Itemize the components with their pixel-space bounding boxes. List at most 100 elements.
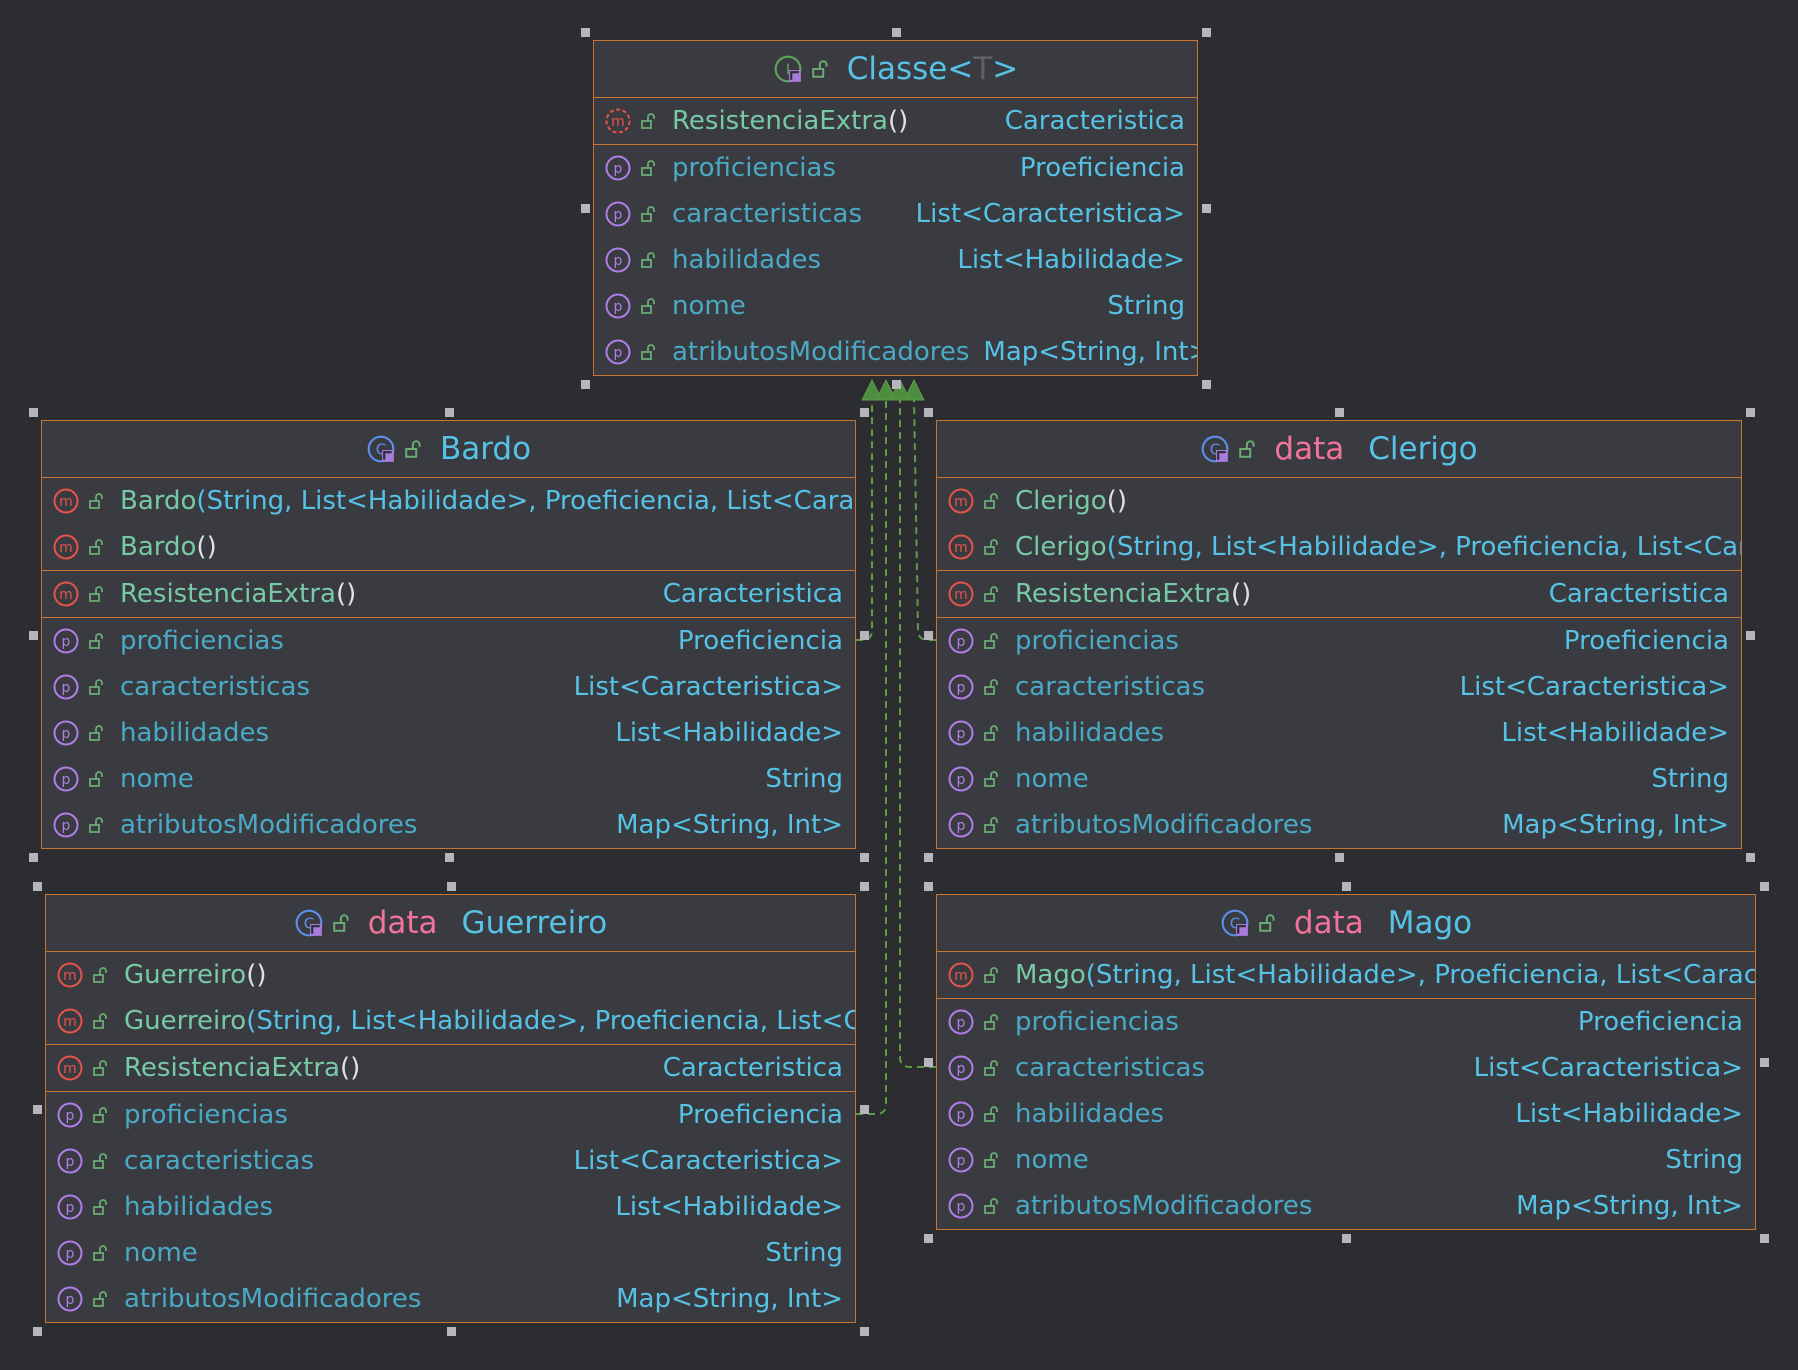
svg-text:C: C — [1210, 440, 1220, 458]
resize-handle[interactable] — [860, 1327, 869, 1336]
resize-handle[interactable] — [891, 28, 901, 37]
resize-handle[interactable] — [1202, 204, 1211, 213]
resize-handle[interactable] — [860, 853, 869, 862]
resize-handle[interactable] — [1342, 1234, 1351, 1243]
resize-handle[interactable] — [581, 28, 590, 37]
resize-handle[interactable] — [924, 408, 933, 417]
resize-handle[interactable] — [1746, 630, 1755, 640]
method-icon: m — [53, 534, 79, 560]
resize-handle[interactable] — [1202, 380, 1211, 389]
member-name: ResistenciaExtra — [120, 579, 336, 609]
resize-handle[interactable] — [1746, 408, 1755, 417]
resize-handle[interactable] — [446, 882, 456, 891]
resize-handle[interactable] — [1760, 1058, 1769, 1067]
property-icon: p — [948, 720, 974, 746]
resize-handle[interactable] — [1760, 882, 1769, 891]
resize-handle[interactable] — [924, 882, 933, 891]
public-lock-icon — [641, 344, 655, 360]
resize-handle[interactable] — [924, 853, 933, 862]
resize-handle[interactable] — [29, 408, 38, 417]
resize-handle[interactable] — [29, 630, 38, 640]
resize-handle[interactable] — [924, 1058, 933, 1067]
resize-handle[interactable] — [924, 630, 933, 640]
resize-handle[interactable] — [581, 204, 590, 213]
resize-handle[interactable] — [446, 1327, 456, 1336]
member-name: habilidades — [1015, 718, 1165, 748]
resize-handle[interactable] — [860, 630, 869, 640]
resize-handle[interactable] — [33, 882, 42, 891]
resize-handle[interactable] — [1335, 853, 1344, 862]
resize-handle[interactable] — [581, 380, 590, 389]
member-type: Map<String, Int> — [1516, 1191, 1743, 1221]
member-name: atributosModificadores — [672, 337, 970, 367]
resize-handle[interactable] — [891, 380, 901, 389]
method-icon: m — [948, 962, 974, 988]
resize-handle[interactable] — [860, 882, 869, 891]
resize-handle[interactable] — [1202, 28, 1211, 37]
resize-handle[interactable] — [860, 408, 869, 417]
member-signature: (String, List<Habilidade>, Proeficiencia… — [1106, 532, 1742, 562]
resize-handle[interactable] — [29, 853, 38, 862]
resize-handle[interactable] — [1342, 882, 1351, 891]
public-lock-icon — [641, 160, 655, 176]
resize-handle[interactable] — [1746, 853, 1755, 862]
property-icon: p — [53, 720, 79, 746]
public-lock-icon — [93, 1199, 107, 1215]
resize-handle[interactable] — [444, 408, 454, 417]
member-type: Caracteristica — [662, 1053, 843, 1083]
resize-handle[interactable] — [33, 1327, 42, 1336]
resize-handle[interactable] — [1335, 408, 1344, 417]
svg-text:p: p — [66, 1154, 75, 1170]
resize-handle[interactable] — [860, 1104, 869, 1114]
svg-text:m: m — [954, 494, 968, 510]
resize-handle[interactable] — [924, 1234, 933, 1243]
public-lock-icon — [984, 771, 998, 787]
method-icon: m — [948, 534, 974, 560]
resize-handle[interactable] — [33, 1104, 42, 1114]
resize-handle[interactable] — [444, 853, 454, 862]
resize-handle[interactable] — [1760, 1234, 1769, 1243]
member-type: String — [1651, 764, 1729, 794]
